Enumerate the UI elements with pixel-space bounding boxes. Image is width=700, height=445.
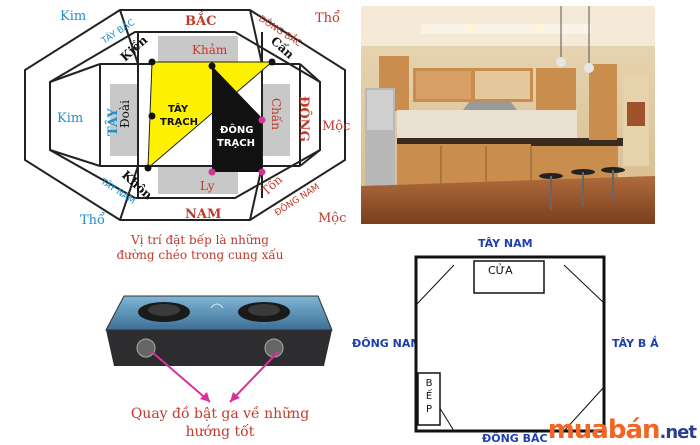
gas-stove	[96, 290, 336, 375]
kitchen-label: B Ế P	[425, 378, 433, 415]
label-moc-bottom: Mộc	[318, 211, 346, 225]
plan-label-top: TÂY NAM	[478, 237, 533, 250]
plan-label-bottom: ĐÔNG BẮC	[482, 432, 548, 445]
door-box	[473, 260, 545, 294]
plan-label-right: TÂY B Ắ	[612, 337, 659, 350]
plan-label-left: ĐÔNG NAM	[352, 337, 422, 350]
label-kim-top: Kim	[60, 9, 86, 24]
label-moc-right: Mộc	[322, 119, 350, 134]
direction-nam: NAM	[185, 207, 221, 222]
label-tho-bottom: Thổ	[80, 212, 105, 225]
trigram-ly: Ly	[200, 179, 215, 193]
label-tho-top: Thổ	[315, 10, 340, 26]
bagua-caption: Vị trí đặt bếp là những đường chéo trong…	[116, 233, 284, 262]
zone-tay-trach-2: TRẠCH	[160, 117, 198, 128]
stove-caption: Quay đồ bật ga về những hướng tốt	[130, 406, 310, 440]
door-label: CỬA	[488, 264, 513, 277]
label-kim-left: Kim	[57, 111, 83, 126]
brand-watermark: muabán.net	[547, 415, 697, 445]
trigram-chan: Chấn	[269, 98, 284, 130]
stove-arrows	[151, 351, 279, 403]
direction-tay: TÂY	[105, 108, 121, 136]
kitchen-box	[417, 372, 441, 426]
zone-dong-trach-2: TRẠCH	[217, 138, 255, 149]
trigram-kham: Khảm	[192, 43, 228, 57]
left-knob	[136, 338, 156, 358]
direction-dong: ĐÔNG	[296, 96, 313, 142]
zone-dong-trach-1: ĐÔNG	[220, 123, 253, 136]
floor-plan	[414, 255, 606, 433]
bagua-diagram: Kim Thổ Kim Mộc Thổ Mộc TÂY BẮC BẮC ĐÔNG…	[0, 0, 355, 228]
kitchen-photo	[361, 6, 655, 224]
zone-tay-trach-1: TÂY	[168, 102, 189, 115]
trigram-doai: Đoài	[118, 100, 132, 128]
direction-bac: BẮC	[185, 11, 216, 29]
